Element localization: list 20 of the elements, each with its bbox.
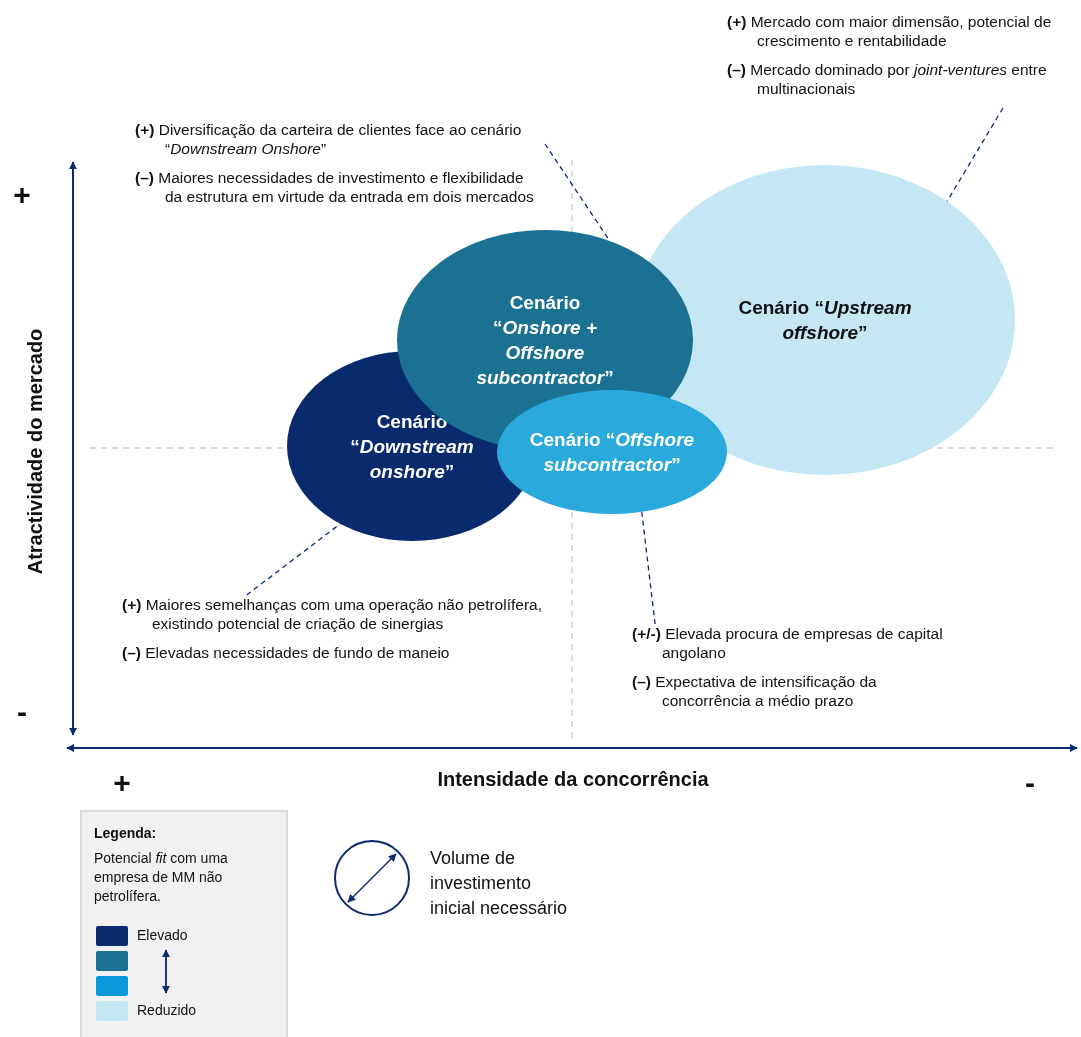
callout-text: (+/-) Elevada procura de empresas de capital angolano [632,624,944,662]
legend-label: Reduzido [137,1002,197,1018]
legend-label: Elevado [137,927,188,943]
callout-text: (–) Elevadas necessidades de fundo de maneio [122,643,451,662]
axis-end-sign: + [112,766,132,800]
callout-text: (+) Maiores semelhanças com uma operação não petrolífera, existindo potencial de criação de sinergias [122,595,543,633]
legend-description: Potencial fit com uma empresa de MM não petrolífera. [94,849,229,906]
axis-end-sign: + [12,178,32,212]
size-key-text: Volume de investimento inicial necessário [430,847,569,920]
axis-title: Atractividade do mercado [23,327,47,577]
callout-text: (+) Diversificação da carteira de clientes face ao cenário “Downstream Onshore” [135,120,523,158]
legend-title: Legenda: [94,825,158,841]
callout-text: (–) Maiores necessidades de investimento e flexibilidade da estrutura em virtude da entrada em dois mercados [135,168,535,206]
callout-text: (–) Mercado dominado por joint-ventures entre multinacionais [727,60,1048,98]
axis-end-sign: - [16,695,28,729]
callout-text: (+) Mercado com maior dimensão, potencial de crescimento e rentabilidade [727,12,1053,50]
axis-end-sign: - [1024,766,1036,800]
axis-title: Intensidade da concorrência [436,768,710,791]
callout-text: (–) Expectativa de intensificação da concorrência a médio prazo [632,672,878,710]
leader-line [641,511,656,625]
